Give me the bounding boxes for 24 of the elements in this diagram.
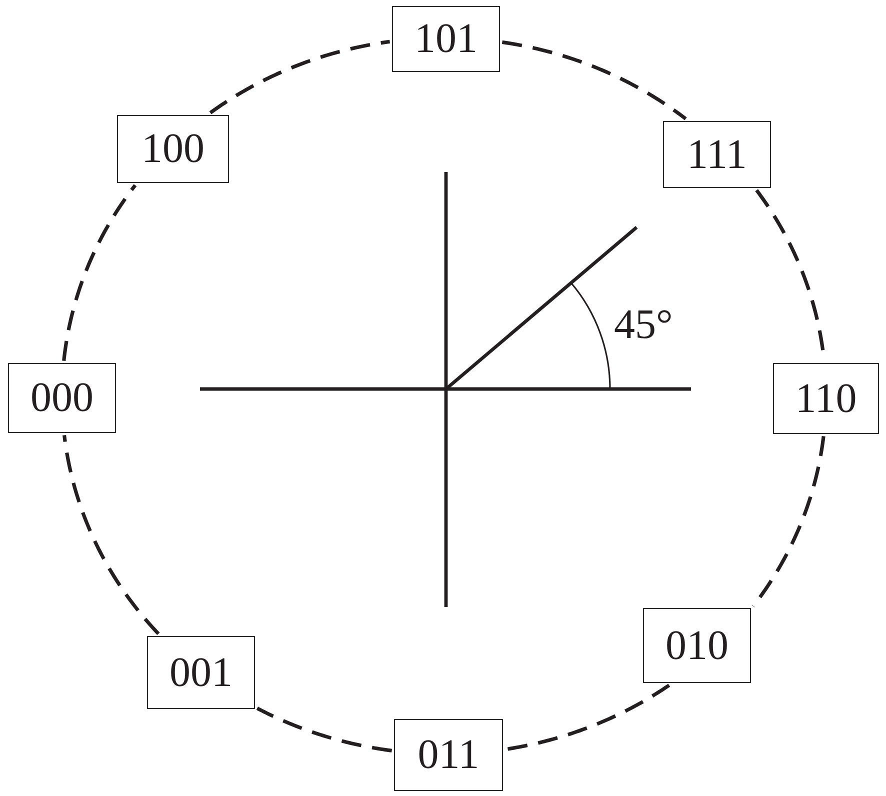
angle-label: 45°	[614, 304, 673, 346]
code-box	[643, 608, 751, 683]
dashed-circle-arc	[62, 184, 137, 361]
code-box	[394, 719, 503, 791]
bit-code: 111	[687, 134, 747, 176]
code-box	[392, 6, 500, 72]
bit-code: 011	[418, 734, 480, 776]
code-box	[773, 363, 879, 434]
bit-code: 001	[170, 652, 232, 694]
bit-code: 110	[795, 378, 857, 420]
bit-code: 100	[142, 128, 204, 170]
dashed-circle-arc	[209, 40, 390, 114]
dashed-circle-arc	[256, 706, 392, 752]
dashed-circle-arc	[62, 434, 160, 636]
code-box	[663, 121, 771, 188]
dashed-circle-arc	[752, 436, 826, 608]
code-box	[147, 636, 255, 709]
dashed-circle-arc	[502, 40, 687, 120]
dashed-circle-arc	[504, 684, 670, 752]
code-box	[117, 115, 229, 183]
bit-code: 000	[30, 377, 94, 419]
code-box	[8, 363, 116, 433]
bit-code: 101	[414, 18, 478, 60]
bit-code: 010	[666, 624, 728, 666]
